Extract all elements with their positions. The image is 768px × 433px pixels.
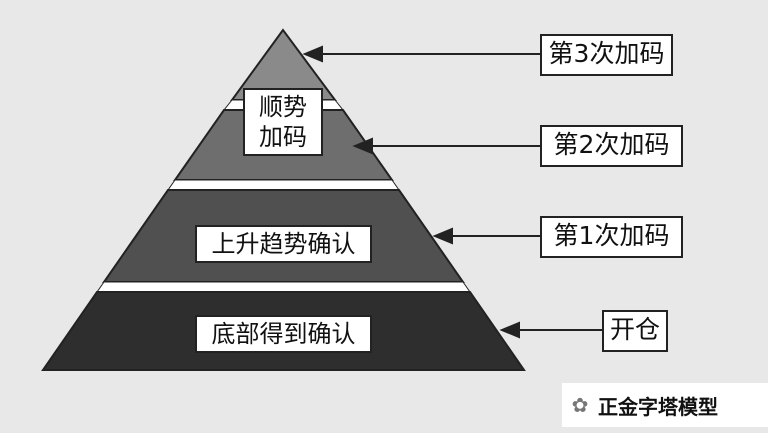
wechat-icon: ✿ (571, 393, 589, 417)
callout-second-add: 第2次加码 (540, 125, 683, 167)
arrow-head (432, 227, 453, 245)
layer-label-top: 顺势 加码 (243, 88, 323, 156)
pyramid-band (96, 281, 471, 293)
layer-label-bottom: 底部得到确认 (195, 315, 372, 353)
layer-label-middle: 上升趋势确认 (195, 225, 372, 263)
watermark-text: 正金字塔模型 (598, 394, 718, 419)
arrow-head (302, 45, 323, 63)
callout-first-add: 第1次加码 (540, 216, 683, 258)
pyramid-band (167, 179, 400, 191)
watermark: ✿ 正金字塔模型 (562, 383, 768, 427)
callout-open-position: 开仓 (602, 310, 668, 352)
callout-third-add: 第3次加码 (540, 34, 673, 76)
arrow-head (352, 137, 373, 155)
arrow-head (499, 321, 520, 339)
